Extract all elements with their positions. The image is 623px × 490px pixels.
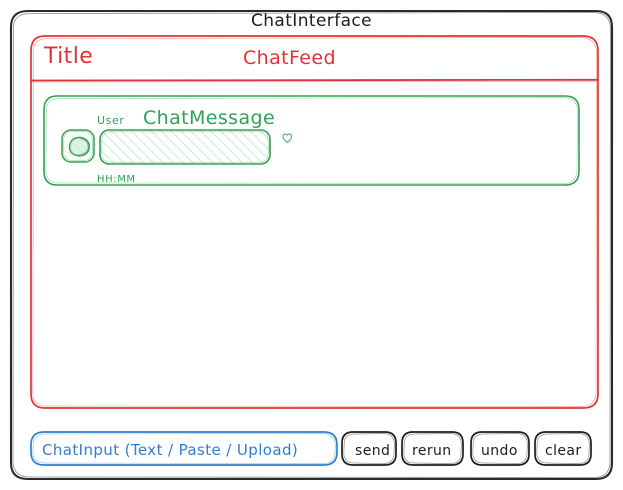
chat-message-avatar[interactable] (62, 130, 94, 162)
chat-feed-component-label: ChatFeed (243, 47, 336, 69)
chat-input-field[interactable] (31, 432, 337, 465)
heart-icon[interactable] (282, 133, 293, 143)
chat-message-timestamp: HH:MM (97, 174, 136, 185)
chat-message-role-label: User (97, 114, 125, 127)
clear-button[interactable] (535, 432, 591, 465)
chat-message-body[interactable] (100, 130, 270, 164)
send-button[interactable] (342, 432, 396, 465)
chat-message-component-label: ChatMessage (143, 107, 276, 129)
undo-button-label: undo (481, 443, 518, 459)
clear-button-label: clear (545, 443, 582, 459)
rerun-button-label: rerun (412, 443, 452, 459)
chat-feed-title-label: Title (44, 44, 94, 69)
window-title: ChatInterface (250, 11, 373, 31)
rerun-button[interactable] (402, 432, 463, 465)
chat-input-label: ChatInput (Text / Paste / Upload) (42, 441, 299, 459)
chat-message-like-button[interactable] (280, 131, 296, 146)
undo-button[interactable] (471, 432, 529, 465)
send-button-label: send (355, 443, 391, 459)
